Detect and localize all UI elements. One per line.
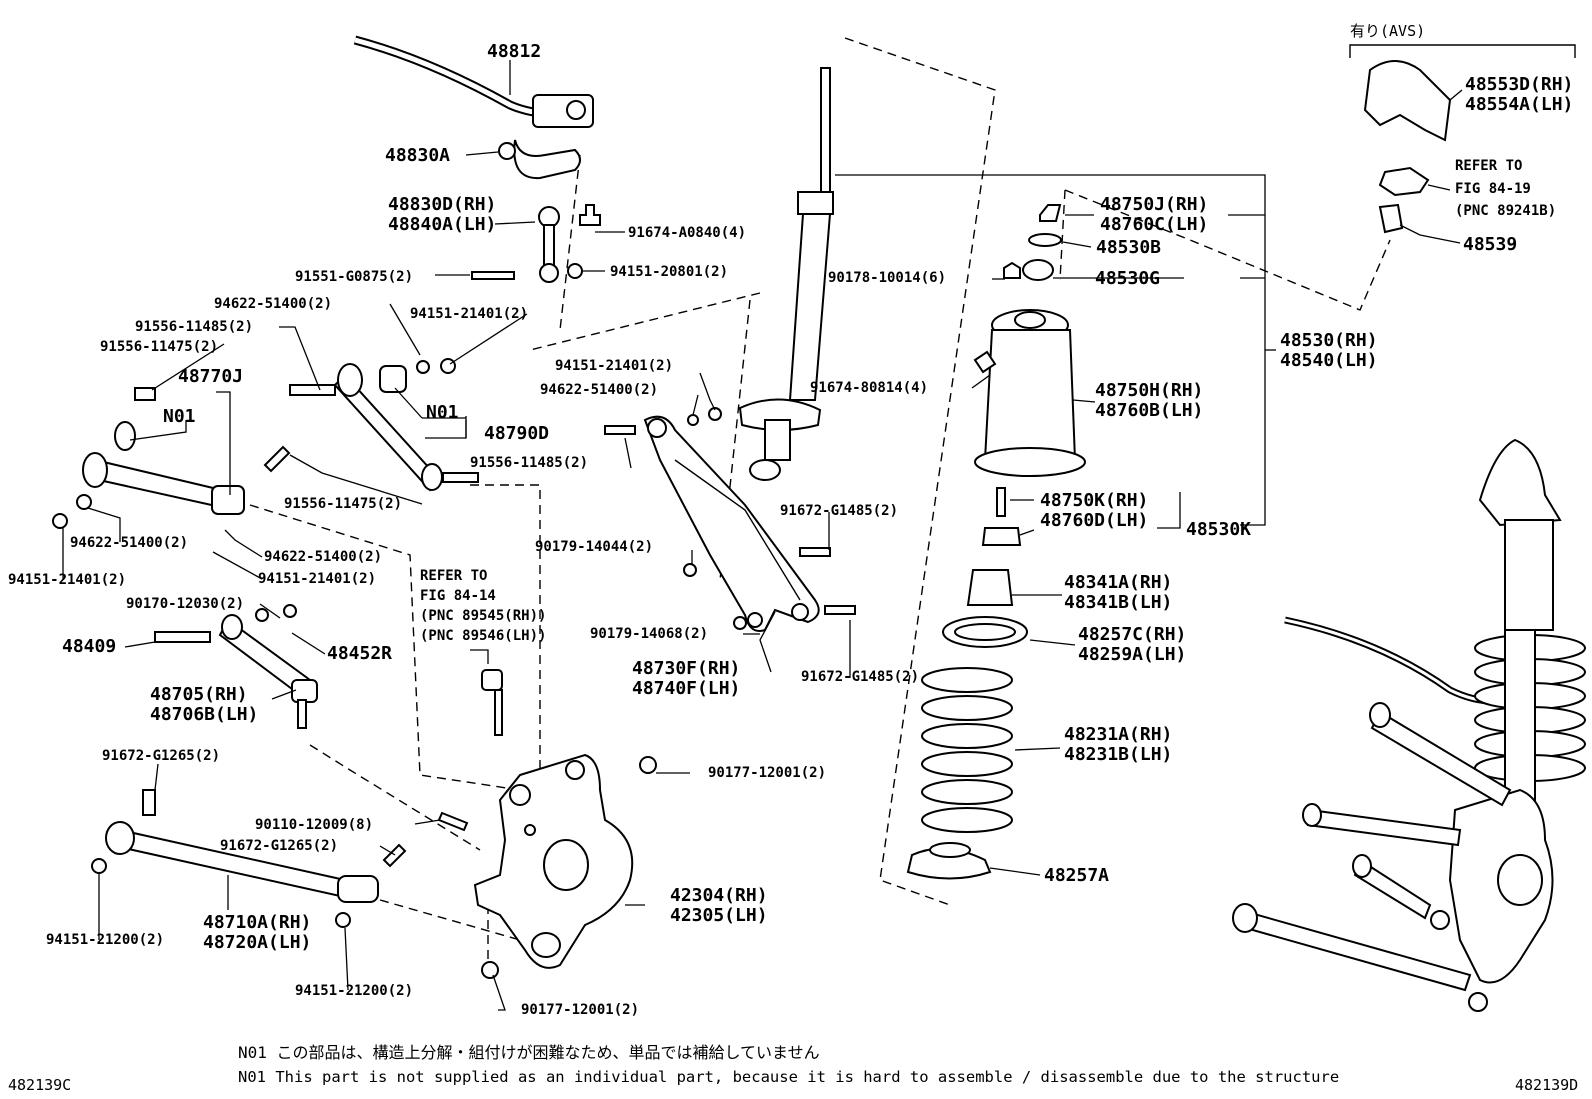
upper-arm-48790D <box>289 358 479 492</box>
label-48530K: 48530K <box>1186 519 1251 540</box>
label-48812: 48812 <box>487 41 541 62</box>
label-42304: 42304(RH) <box>670 885 768 906</box>
label-90179-14068: 90179-14068(2) <box>590 626 708 642</box>
label-91672-G1485-a: 91672-G1485(2) <box>780 503 898 519</box>
label-94151-21401-d: 94151-21401(2) <box>555 358 673 374</box>
label-48259A: 48259A(LH) <box>1078 644 1186 665</box>
label-94622-51400-d: 94622-51400(2) <box>540 382 658 398</box>
label-N01-b: N01 <box>426 402 459 423</box>
stabilizer-bar <box>353 35 594 180</box>
label-48553D: 48553D(RH) <box>1465 74 1573 95</box>
lower-arm-48710A <box>91 789 407 928</box>
label-48452R: 48452R <box>327 643 392 664</box>
label-refer-to-b: REFER TO <box>1455 158 1522 174</box>
label-48750K: 48750K(RH) <box>1040 490 1148 511</box>
label-avs: 有り(AVS) <box>1350 22 1425 40</box>
assembled-suspension-view <box>1232 438 1586 1012</box>
label-48341B: 48341B(LH) <box>1064 592 1172 613</box>
label-48409: 48409 <box>62 636 116 657</box>
label-90177-12001-a: 90177-12001(2) <box>708 765 826 781</box>
toe-arm-48409 <box>154 604 318 729</box>
label-91672-G1265-a: 91672-G1265(2) <box>102 748 220 764</box>
label-48539: 48539 <box>1463 234 1517 255</box>
label-90179-14044: 90179-14044(2) <box>535 539 653 555</box>
label-48710A: 48710A(RH) <box>203 912 311 933</box>
label-94622-51400-a: 94622-51400(2) <box>214 296 332 312</box>
label-91551-G0875: 91551-G0875(2) <box>295 269 413 285</box>
avs-parts <box>1349 44 1576 234</box>
label-48257C: 48257C(RH) <box>1078 624 1186 645</box>
label-42305: 42305(LH) <box>670 905 768 926</box>
label-refer-to-a: REFER TO <box>420 568 487 584</box>
label-pnc-89241B: (PNC 89241B) <box>1455 203 1556 219</box>
label-94151-21401-b: 94151-21401(2) <box>8 572 126 588</box>
label-90170-12030: 90170-12030(2) <box>126 596 244 612</box>
label-48730F: 48730F(RH) <box>632 658 740 679</box>
label-91672-G1485-b: 91672-G1485(2) <box>801 669 919 685</box>
label-90177-12001-b: 90177-12001(2) <box>521 1002 639 1018</box>
illustration-code-right: 482139D <box>1515 1076 1578 1094</box>
nut-48830A <box>498 142 516 160</box>
label-94151-21401-a: 94151-21401(2) <box>410 306 528 322</box>
part-number-labels: 48812 48830A 48830D(RH) 48840A(LH) 91674… <box>8 22 1573 1018</box>
label-48760D: 48760D(LH) <box>1040 510 1148 531</box>
label-48231B: 48231B(LH) <box>1064 744 1172 765</box>
label-48705: 48705(RH) <box>150 684 248 705</box>
label-94622-51400-c: 94622-51400(2) <box>264 549 382 565</box>
label-48540: 48540(LH) <box>1280 350 1378 371</box>
label-94151-20801: 94151-20801(2) <box>610 264 728 280</box>
label-48750H: 48750H(RH) <box>1095 380 1203 401</box>
label-N01-a: N01 <box>163 406 196 427</box>
label-94622-51400-b: 94622-51400(2) <box>70 535 188 551</box>
label-91556-11485-a: 91556-11485(2) <box>135 319 253 335</box>
knuckle-42304 <box>437 669 657 979</box>
label-48750J: 48750J(RH) <box>1100 194 1208 215</box>
label-48740F: 48740F(LH) <box>632 678 740 699</box>
label-48341A: 48341A(RH) <box>1064 572 1172 593</box>
label-48231A: 48231A(RH) <box>1064 724 1172 745</box>
shock-absorber <box>738 67 834 481</box>
label-48530G: 48530G <box>1095 268 1160 289</box>
label-48554A: 48554A(LH) <box>1465 94 1573 115</box>
label-91556-11475-a: 91556-11475(2) <box>100 339 218 355</box>
label-94151-21200-a: 94151-21200(2) <box>46 932 164 948</box>
label-48830D: 48830D(RH) <box>388 194 496 215</box>
label-48720A: 48720A(LH) <box>203 932 311 953</box>
dashed-guide-lines <box>249 37 1391 960</box>
stabilizer-link <box>471 204 601 283</box>
label-48257A: 48257A <box>1044 865 1109 886</box>
label-48770J: 48770J <box>178 366 243 387</box>
label-91672-G1265-b: 91672-G1265(2) <box>220 838 338 854</box>
label-91556-11475-b: 91556-11475(2) <box>284 496 402 512</box>
label-94151-21200-b: 94151-21200(2) <box>295 983 413 999</box>
label-91674-A0840: 91674-A0840(4) <box>628 225 746 241</box>
label-94151-21401-c: 94151-21401(2) <box>258 571 376 587</box>
label-48760C: 48760C(LH) <box>1100 214 1208 235</box>
footer-notes: N01 この部品は、構造上分解・組付けが困難なため、単品では補給していません N… <box>8 1043 1578 1094</box>
label-fig-84-14: FIG 84-14 <box>420 588 496 604</box>
label-48840A: 48840A(LH) <box>388 214 496 235</box>
label-pnc-89545: (PNC 89545(RH)) <box>420 608 546 624</box>
label-91674-80814: 91674-80814(4) <box>810 380 928 396</box>
label-90110-12009: 90110-12009(8) <box>255 817 373 833</box>
label-48760B: 48760B(LH) <box>1095 400 1203 421</box>
label-fig-84-19: FIG 84-19 <box>1455 181 1531 197</box>
label-48530B: 48530B <box>1096 237 1161 258</box>
label-91556-11485-b: 91556-11485(2) <box>470 455 588 471</box>
leader-lines <box>62 60 1463 1011</box>
upper-arm-48770J <box>52 387 291 529</box>
label-48830A: 48830A <box>385 145 450 166</box>
label-48530: 48530(RH) <box>1280 330 1378 351</box>
label-48706B: 48706B(LH) <box>150 704 258 725</box>
note-japanese: N01 この部品は、構造上分解・組付けが困難なため、単品では補給していません <box>238 1043 820 1062</box>
label-pnc-89546: (PNC 89546(LH)) <box>420 628 546 644</box>
lower-control-arm-48730F <box>604 407 856 632</box>
note-english: N01 This part is not supplied as an indi… <box>238 1068 1339 1086</box>
label-90178-10014: 90178-10014(6) <box>828 270 946 286</box>
label-48790D: 48790D <box>484 423 549 444</box>
spring-and-upper-support <box>906 204 1086 880</box>
illustration-code-left: 482139C <box>8 1076 71 1094</box>
